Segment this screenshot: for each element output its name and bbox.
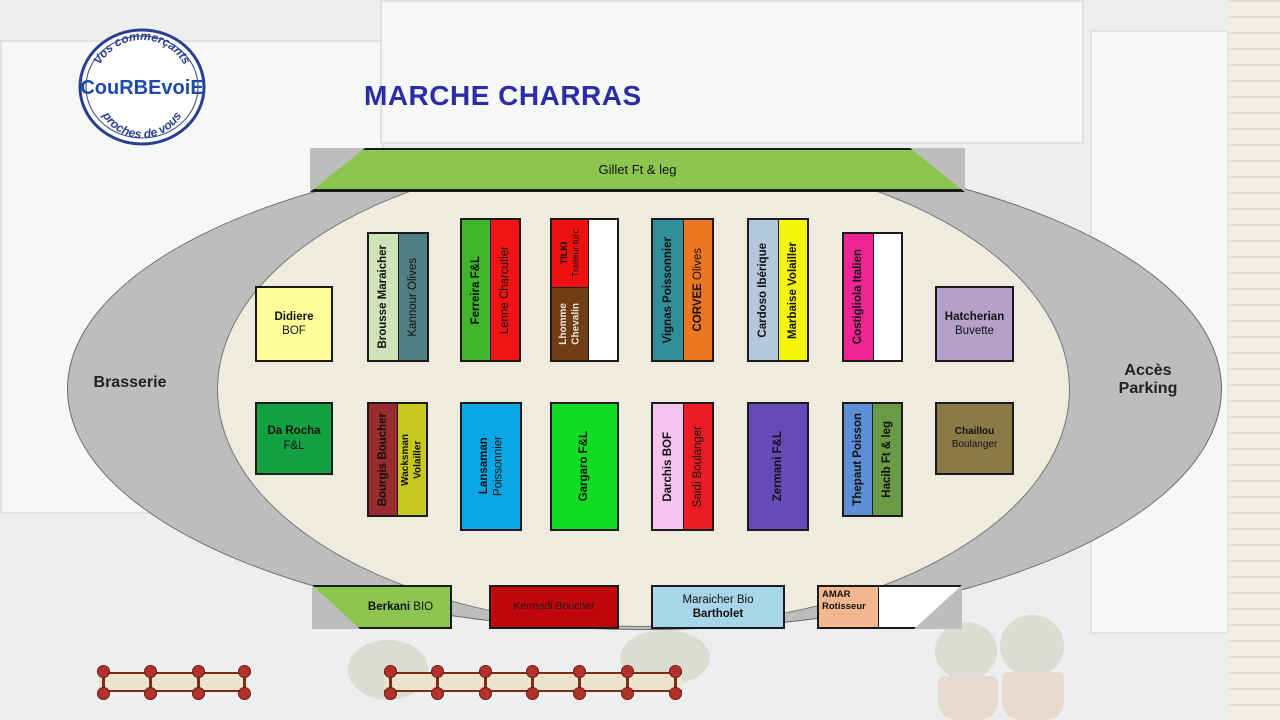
stall-hatcherian-detail: Buvette (955, 325, 994, 337)
stall-brousse-name: Brousse Maraicher (377, 245, 390, 349)
stall-lenne-name: Lenne Charcutier (498, 245, 511, 335)
stall-corvee[interactable]: CORVEE Olives (683, 218, 714, 362)
stall-darocha-name: Da Rocha (267, 425, 321, 438)
stall-amar-name: AMAR (822, 589, 851, 600)
stall-empty-2[interactable] (873, 232, 903, 362)
stall-darchis[interactable]: Darchis BOF (651, 402, 684, 531)
berkani-corner (312, 585, 360, 629)
stall-kannour-name: Kannour Olives (406, 257, 419, 337)
market-floor (217, 152, 1070, 627)
stall-hacib[interactable]: Hacib Ft & leg (872, 402, 903, 517)
stall-tilki-name: TILKI (558, 242, 569, 265)
stall-brousse[interactable]: Brousse Maraicher (367, 232, 399, 362)
stall-lansaman-detail: Poissonnier (492, 436, 504, 497)
stall-cardoso-name: Cardoso Ibérique (757, 242, 770, 338)
stall-chaillou-name: Chaillou (954, 426, 995, 437)
stall-bourgis[interactable]: Bourgis Boucher (367, 402, 398, 517)
stall-hatcherian-name: Hatcherian (944, 310, 1005, 323)
stall-corvee-name: CORVEE (691, 283, 704, 332)
stall-marbaise-name: Marbaise Volailler (786, 241, 799, 339)
barrier-left (97, 665, 251, 700)
stall-thepaut-name: Thepaut Poisson (851, 413, 864, 506)
stall-lansaman-name: Lansaman (477, 438, 490, 495)
stall-saidi-name: Saidi Boulanger (691, 425, 704, 508)
stall-chaillou-detail: Boulanger (951, 438, 998, 450)
stall-ferreira-name: Ferreira F&L (469, 255, 482, 325)
stall-zermani-name: Zermani F&L (771, 431, 784, 502)
parking-label-line2: Parking (1118, 380, 1178, 397)
stall-empty-1[interactable] (588, 218, 619, 362)
stall-berkani-name: Berkani (367, 600, 411, 613)
stall-maraicher-bio-detail: Bartholet (692, 608, 744, 620)
stall-didiere-name: Didiere (274, 310, 314, 323)
stall-berkani-detail: BIO (413, 600, 434, 613)
stall-costigliola[interactable]: Costigliola Italien (842, 232, 874, 362)
top-band-right-corner (910, 148, 965, 192)
stall-marbaise[interactable]: Marbaise Volailler (778, 218, 809, 362)
parking-label-line1: Accès (1124, 362, 1172, 379)
stall-lhomme-name: Lhomme (557, 303, 569, 345)
stall-hacib-name: Hacib Ft & leg (880, 421, 893, 498)
stall-thepaut[interactable]: Thepaut Poisson (842, 402, 873, 517)
stall-wacksman-detail: Volailler (412, 440, 423, 479)
stall-gargaro[interactable]: Gargaro F&L (550, 402, 619, 531)
stall-vignas-name: Vignas Poissonnier (661, 236, 674, 344)
stall-gillet[interactable]: Gillet Ft & leg (310, 148, 965, 192)
page-title: MARCHE CHARRAS (364, 80, 642, 111)
brasserie-label: Brasserie (93, 374, 167, 391)
stall-ferreira[interactable]: Ferreira F&L (460, 218, 491, 362)
top-band-left-corner (310, 148, 365, 192)
stall-gillet-detail: Ft & leg (631, 162, 677, 177)
stall-bourgis-name: Bourgis Boucher (376, 412, 389, 507)
courbevoie-logo: Vos commerçants CouRBEvoiE proches de vo… (78, 28, 206, 146)
bottom-right-corner (914, 585, 962, 629)
barrier-center (384, 665, 682, 700)
parking-access-label: Accès Parking (1098, 362, 1198, 398)
stall-gillet-name: Gillet (598, 162, 629, 177)
stall-didiere-detail: BOF (282, 325, 306, 337)
stall-corvee-detail: Olives (691, 248, 704, 281)
stall-wacksman-name: Wacksman (399, 433, 411, 486)
stall-cardoso[interactable]: Cardoso Ibérique (747, 218, 779, 362)
stall-costigliola-name: Costigliola Italien (852, 249, 865, 345)
stall-vignas[interactable]: Vignas Poissonnier (651, 218, 684, 362)
stall-tilki-detail: Traiteur turc (570, 229, 580, 278)
stall-maraicher-bio-name: Maraicher Bio (682, 593, 754, 606)
stall-zermani[interactable]: Zermani F&L (747, 402, 809, 531)
stall-kannour[interactable]: Kannour Olives (398, 232, 429, 362)
logo-brand-text: CouRBEvoiE (80, 77, 203, 99)
stall-lenne[interactable]: Lenne Charcutier (490, 218, 521, 362)
stall-gargaro-name: Gargaro F&L (578, 431, 591, 502)
stall-kermadi[interactable]: Kermadi Boucher (489, 585, 619, 629)
stall-saidi[interactable]: Saidi Boulanger (683, 402, 714, 531)
stall-amar-detail: Rotisseur (822, 600, 866, 612)
stall-darchis-name: Darchis BOF (661, 431, 674, 502)
stall-lhomme-detail: Chevalin (570, 303, 581, 345)
stall-darocha-detail: F&L (283, 439, 305, 452)
stall-kermadi-name: Kermadi Boucher (513, 600, 595, 613)
